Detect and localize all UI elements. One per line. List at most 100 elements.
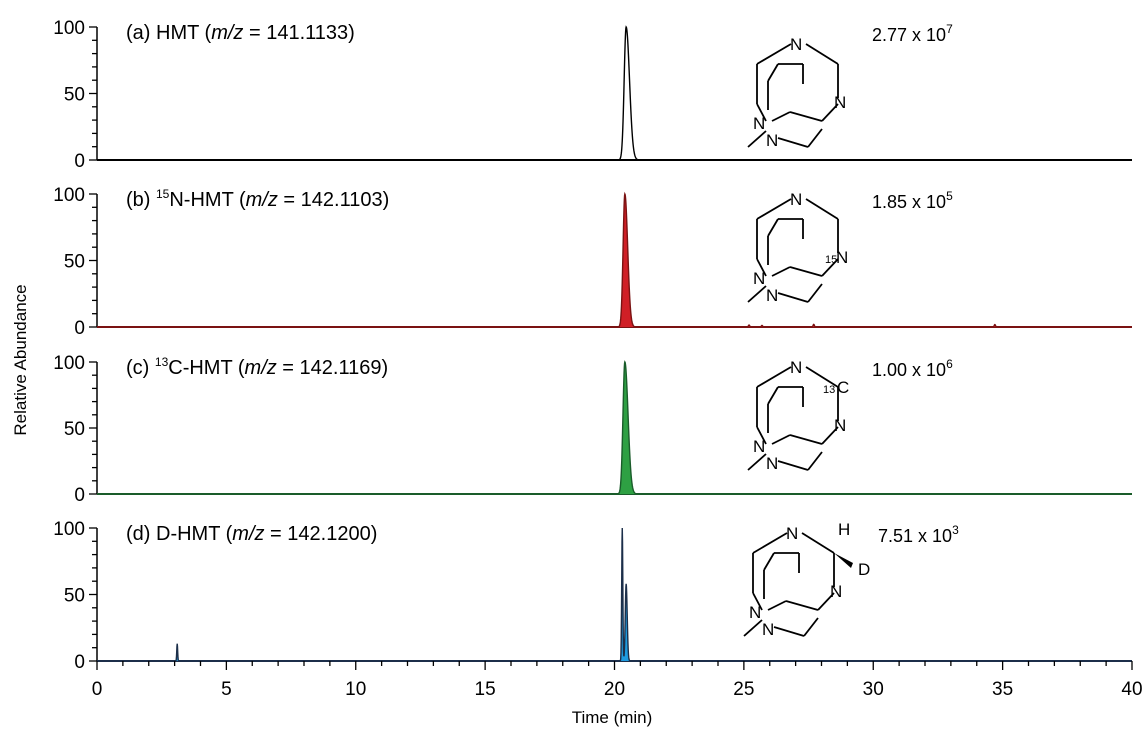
- y-tick-label: 0: [74, 652, 85, 673]
- panel-label: (c) 13C-HMT (m/z = 142.1169): [126, 355, 388, 379]
- structure-bond-14: [785, 600, 819, 611]
- intensity-exponent: 7: [946, 22, 953, 36]
- intensity-mantissa: 7.51 x 10: [878, 526, 952, 546]
- x-tick-label: 5: [221, 679, 232, 700]
- wedge-bond: [834, 553, 853, 568]
- intensity-mantissa: 2.77 x 10: [872, 25, 946, 45]
- atom-n-left: N: [753, 114, 765, 133]
- label-value: = 142.1169): [277, 357, 388, 379]
- structure-bond-0: [756, 366, 792, 388]
- label-mz: m/z: [232, 523, 264, 545]
- y-tick-label: 0: [74, 151, 85, 172]
- structure-bond-9: [767, 218, 779, 237]
- trace-line: [97, 360, 1132, 495]
- structure-bond-8: [803, 617, 819, 637]
- atom-n-left: N: [753, 437, 765, 456]
- structure-bond-13: [767, 600, 787, 611]
- intensity-exponent: 6: [946, 357, 953, 371]
- structure-bond-7: [773, 626, 805, 637]
- structure-bond-0: [756, 43, 792, 65]
- x-tick-label: 40: [1121, 679, 1142, 700]
- panel-intensity: 1.00 x 106: [872, 357, 953, 380]
- atom-n-top: N: [790, 190, 802, 209]
- structure-bond-5: [821, 426, 839, 445]
- structure-bond-1: [801, 532, 835, 554]
- iso-mass-15: 15: [825, 254, 837, 266]
- structure-bond-0: [752, 532, 788, 554]
- structure-bond-7: [777, 460, 809, 471]
- intensity-mantissa: 1.00 x 10: [872, 360, 946, 380]
- x-tick-label: 0: [92, 679, 103, 700]
- label-middle: N-HMT (: [169, 189, 246, 211]
- structure-bond-6: [747, 453, 767, 471]
- atom-n-left: N: [753, 269, 765, 288]
- label-value: = 142.1200): [265, 523, 378, 545]
- structure-bond-5: [821, 103, 839, 122]
- structure-bond-13: [771, 111, 791, 122]
- atom-n-labeled: N: [836, 248, 848, 267]
- y-tick-label: 50: [64, 419, 85, 440]
- structure-bond-1: [805, 198, 839, 220]
- label-middle: C-HMT (: [168, 357, 245, 379]
- atom-n-bottom: N: [766, 286, 778, 305]
- panel-label: (b) 15N-HMT (m/z = 142.1103): [126, 187, 389, 211]
- structure-bond-8: [807, 283, 823, 303]
- trace-line: [97, 191, 1132, 328]
- atom-n-top: N: [786, 524, 798, 543]
- structure-bond-14: [789, 111, 823, 122]
- y-axis-title: Relative Abundance: [11, 284, 30, 435]
- trace-fill: [97, 362, 1132, 494]
- label-prefix: (d) D-HMT (: [126, 523, 233, 545]
- structure-bond-9: [767, 63, 779, 82]
- structure-bond-4: [756, 103, 767, 122]
- atom-c-labeled: C: [837, 378, 849, 397]
- y-tick-label: 100: [53, 185, 85, 206]
- structure-bond-4: [752, 592, 763, 611]
- structure-bond-13: [771, 434, 791, 445]
- structure-bond-6: [747, 285, 767, 303]
- atom-n-top: N: [790, 358, 802, 377]
- x-tick-label: 30: [863, 679, 884, 700]
- y-tick-label: 100: [53, 353, 85, 374]
- label-value: = 141.1133): [243, 22, 354, 44]
- structure-bond-9: [763, 552, 775, 571]
- atom-d: D: [858, 560, 870, 579]
- atom-n-right: N: [834, 416, 846, 435]
- structure-bond-14: [789, 434, 823, 445]
- atom-n-bottom: N: [766, 454, 778, 473]
- structure-bond-7: [777, 137, 809, 148]
- y-tick-label: 100: [53, 519, 85, 540]
- atom-h: H: [838, 520, 850, 539]
- panel-label: (d) D-HMT (m/z = 142.1200): [126, 523, 377, 545]
- structure-bond-13: [771, 266, 791, 277]
- panel-intensity: 2.77 x 107: [872, 22, 953, 45]
- label-mz: m/z: [246, 189, 278, 211]
- trace-line: [97, 527, 1132, 662]
- label-prefix: (a) HMT (: [126, 22, 212, 44]
- panel-2: 0 50 100 (c) 13C-HMT (m/z = 142.1169) 1.00 x…: [53, 353, 1132, 506]
- structure-bond-7: [777, 292, 809, 303]
- structure-bond-14: [789, 266, 823, 277]
- y-tick-label: 0: [74, 485, 85, 506]
- label-prefix: (b): [126, 189, 156, 211]
- x-tick-label: 35: [992, 679, 1013, 700]
- structure-bond-5: [821, 258, 839, 277]
- structure-bond-1: [805, 366, 839, 388]
- label-mz: m/z: [211, 22, 243, 44]
- structure-bond-5: [817, 592, 835, 611]
- atom-n-right: N: [830, 582, 842, 601]
- iso-mass-13: 13: [823, 384, 835, 396]
- y-tick-label: 50: [64, 85, 85, 106]
- panel-intensity: 1.85 x 105: [872, 189, 953, 212]
- atom-n-top: N: [790, 35, 802, 54]
- structure-bond-4: [756, 426, 767, 445]
- structure-bond-9: [767, 386, 779, 405]
- atom-n-left: N: [749, 603, 761, 622]
- intensity-exponent: 5: [946, 189, 953, 203]
- atom-n-bottom: N: [762, 620, 774, 639]
